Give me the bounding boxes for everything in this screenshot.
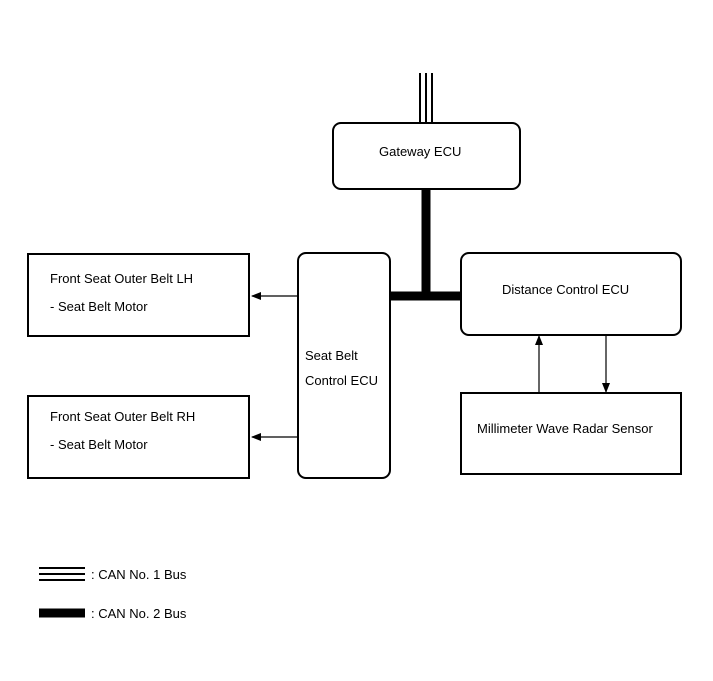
seat-belt-control-ecu-box: Seat Belt Control ECU — [297, 252, 391, 479]
gateway-ecu-label: Gateway ECU — [379, 144, 462, 159]
front-seat-lh-label-line1: Front Seat Outer Belt LH — [50, 271, 194, 286]
distance-control-ecu-box: Distance Control ECU — [460, 252, 682, 336]
distance-control-ecu-label: Distance Control ECU — [502, 282, 630, 297]
legend-can2-label: : CAN No. 2 Bus — [91, 606, 187, 621]
front-seat-rh-label-line2: - Seat Belt Motor — [50, 437, 148, 452]
gateway-ecu-box: Gateway ECU — [332, 122, 521, 190]
can2-bus-line — [390, 190, 461, 301]
front-seat-rh-label-line1: Front Seat Outer Belt RH — [50, 409, 196, 424]
seat-belt-ecu-label-line2: Control ECU — [305, 373, 378, 388]
radar-sensor-box: Millimeter Wave Radar Sensor — [460, 392, 682, 475]
front-seat-lh-box: Front Seat Outer Belt LH - Seat Belt Mot… — [27, 253, 250, 337]
front-seat-rh-box: Front Seat Outer Belt RH - Seat Belt Mot… — [27, 395, 250, 479]
seat-belt-ecu-label-line1: Seat Belt — [305, 348, 358, 363]
front-seat-lh-label-line2: - Seat Belt Motor — [50, 299, 148, 314]
can1-bus-line — [419, 73, 433, 122]
radar-sensor-label: Millimeter Wave Radar Sensor — [477, 421, 653, 436]
legend-can1-symbol — [39, 567, 85, 581]
legend-can1-label: : CAN No. 1 Bus — [91, 567, 187, 582]
